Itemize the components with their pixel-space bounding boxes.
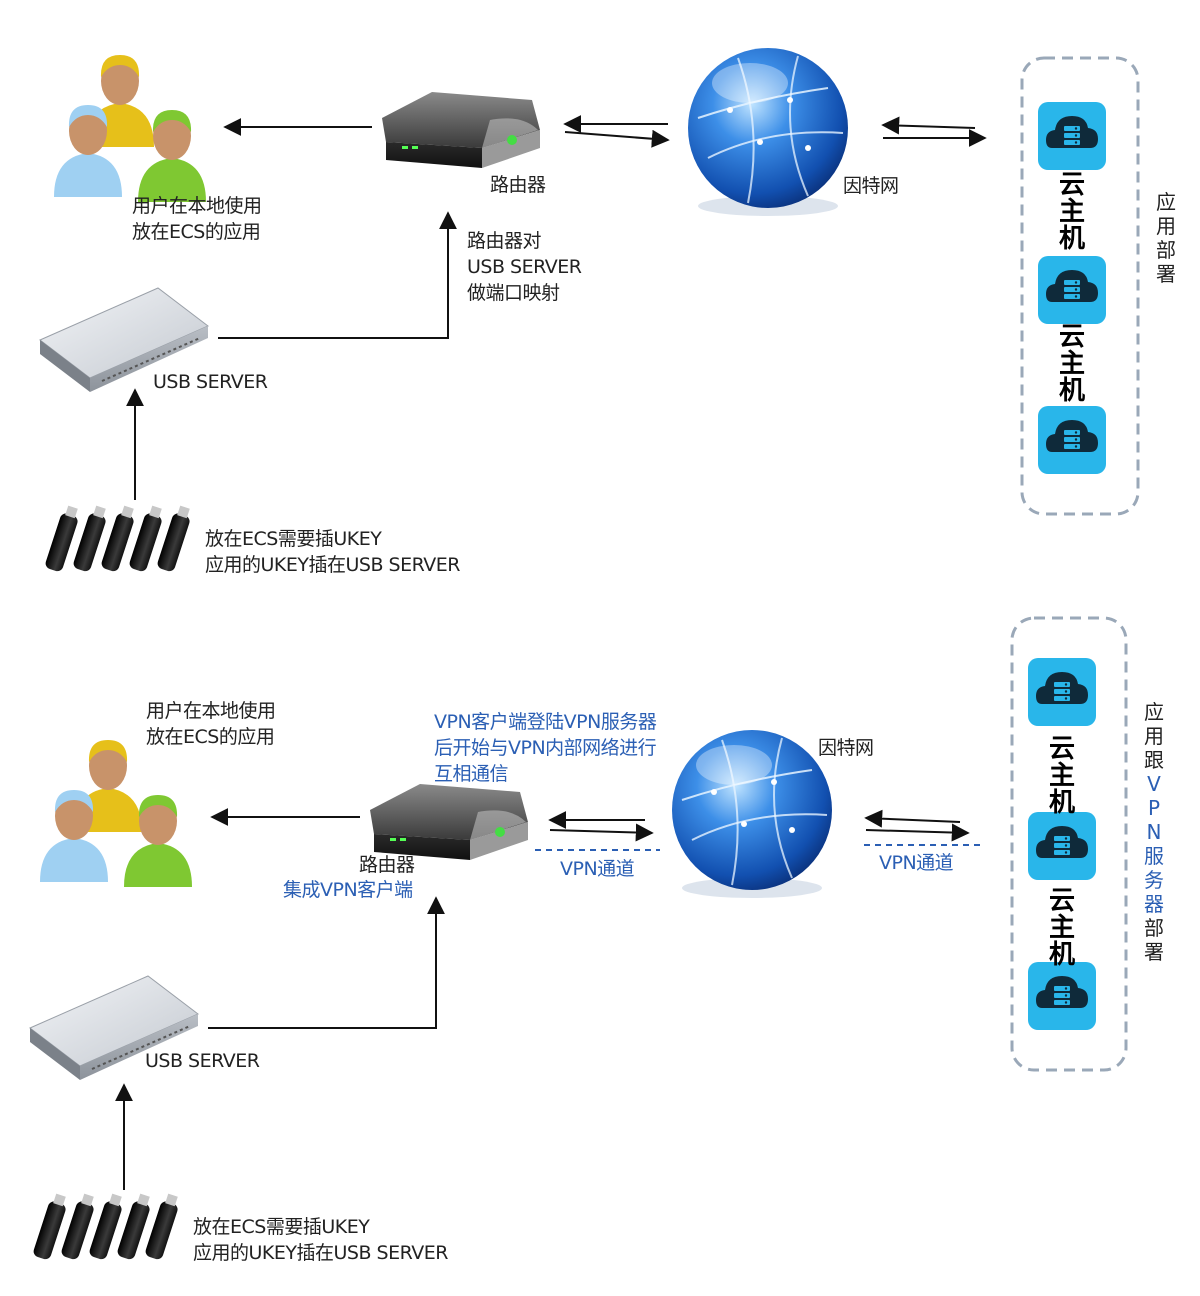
- top-users-caption-line1: 用户在本地使用: [132, 195, 262, 217]
- top-users-caption-line2: 放在ECS的应用: [132, 221, 261, 243]
- top-usbserver-to-router-arrow: [218, 211, 457, 339]
- bottom-vpn-tunnel-left: VPN通道: [560, 858, 635, 880]
- bottom-ukey-line2: 应用的UKEY插在USB SERVER: [193, 1242, 448, 1264]
- bottom-internet-cloud-link: [864, 809, 980, 846]
- top-usb-key-icon: [44, 504, 194, 573]
- bottom-ukey-line1: 放在ECS需要插UKEY: [193, 1216, 370, 1238]
- bottom-users-group-icon: [40, 740, 192, 887]
- bottom-cloud-server-icon-2: [1028, 812, 1096, 880]
- bottom-router-icon: [370, 784, 528, 860]
- top-globe-icon: [687, 47, 849, 217]
- top-users-group-icon: [54, 55, 206, 202]
- top-cloud-group-border: [1020, 56, 1140, 516]
- bottom-deploy-label: 应用跟VPN服务器部署: [1142, 700, 1166, 964]
- bottom-deploy-vpn: VPN服务器: [1144, 772, 1164, 916]
- bottom-vpn-note-line2: 后开始与VPN内部网络进行: [434, 737, 657, 759]
- bottom-router-sub-label: 集成VPN客户端: [283, 879, 413, 901]
- bottom-usbserver-to-router-arrow: [208, 896, 445, 1029]
- top-usb-server-label: USB SERVER: [153, 371, 268, 393]
- top-cloud-server-icon-1: [1038, 102, 1106, 170]
- top-router-label: 路由器: [490, 174, 546, 196]
- top-mapping-line1: 路由器对: [467, 230, 542, 252]
- bottom-users-caption-line2: 放在ECS的应用: [146, 726, 275, 748]
- bottom-vpn-note-line3: 互相通信: [434, 763, 509, 785]
- top-host-label-1: 云主机: [1058, 170, 1085, 254]
- top-internet-cloud-link: [881, 116, 987, 147]
- top-router-internet-link: [563, 115, 670, 148]
- bottom-cloud-group-border: [1010, 616, 1128, 1072]
- top-mapping-line2: USB SERVER: [467, 256, 582, 278]
- top-mapping-line3: 做端口映射: [467, 282, 560, 304]
- bottom-vpn-note-line1: VPN客户端登陆VPN服务器: [434, 711, 657, 733]
- bottom-host-label-1: 云主机: [1048, 734, 1075, 818]
- bottom-deploy-prefix: 应用跟: [1144, 700, 1164, 772]
- top-ukey-line1: 放在ECS需要插UKEY: [205, 528, 382, 550]
- bottom-cloud-server-icon-3: [1028, 962, 1096, 1030]
- bottom-usb-server-label: USB SERVER: [145, 1050, 260, 1072]
- bottom-host-label-2: 云主机: [1048, 886, 1075, 970]
- bottom-users-caption-line1: 用户在本地使用: [146, 700, 276, 722]
- top-deploy-label: 应用部署: [1156, 190, 1176, 286]
- top-cloud-server-icon-3: [1038, 406, 1106, 474]
- bottom-usb-key-icon: [32, 1192, 182, 1261]
- bottom-cloud-server-icon-1: [1028, 658, 1096, 726]
- bottom-internet-label: 因特网: [818, 737, 874, 759]
- bottom-vpn-tunnel-right: VPN通道: [879, 852, 954, 874]
- top-router-icon: [382, 92, 540, 168]
- bottom-globe-icon: [671, 729, 833, 899]
- top-internet-label: 因特网: [843, 175, 899, 197]
- bottom-deploy-suffix: 部署: [1144, 916, 1164, 964]
- top-host-label-2: 云主机: [1058, 322, 1085, 406]
- bottom-router-label: 路由器: [359, 854, 415, 876]
- top-ukey-line2: 应用的UKEY插在USB SERVER: [205, 554, 460, 576]
- bottom-router-internet-link: [535, 811, 660, 851]
- top-cloud-server-icon-2: [1038, 256, 1106, 324]
